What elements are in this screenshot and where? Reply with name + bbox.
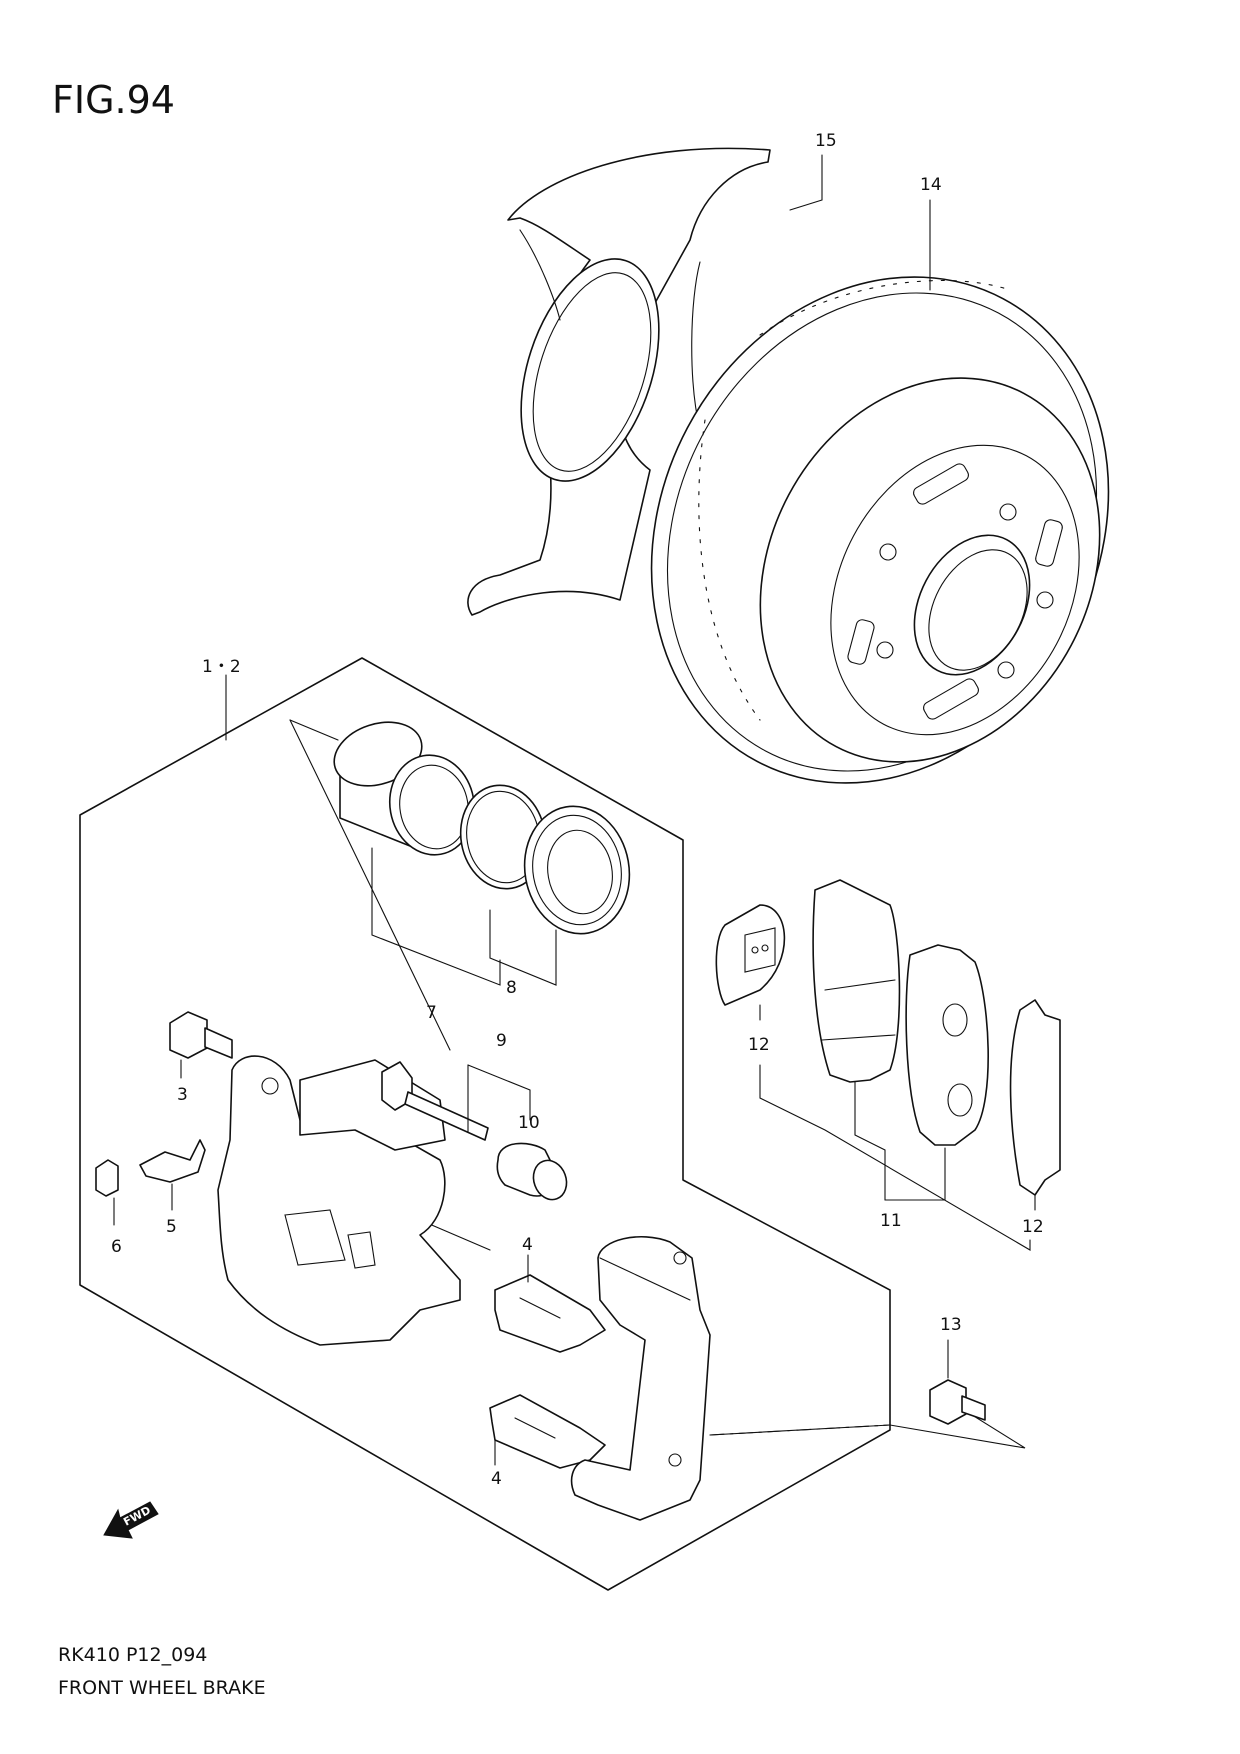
dust-cover-part[interactable] (467, 147, 771, 616)
callout-13: 13 (940, 1315, 962, 1335)
callout-9: 9 (496, 1031, 507, 1051)
pad-clip-upper-part[interactable] (494, 1274, 606, 1353)
bracket-bolt-part[interactable] (929, 1339, 986, 1425)
caliper-body-part[interactable] (217, 1055, 461, 1346)
piston-part[interactable] (326, 712, 482, 862)
callout-3: 3 (177, 1085, 188, 1105)
pin-boot-part[interactable] (496, 1142, 572, 1204)
caliper-assembly-outline (79, 657, 891, 1591)
bleeder-plug-part[interactable] (139, 1139, 206, 1211)
callout-10: 10 (518, 1113, 540, 1133)
dust-boot-part[interactable] (515, 798, 640, 942)
pad-clip-lower-part[interactable] (489, 1394, 606, 1469)
fwd-arrow-icon: FWD (103, 1501, 159, 1539)
callout-14: 14 (920, 175, 942, 195)
caliper-bracket-part[interactable] (570, 1235, 711, 1521)
callout-6: 6 (111, 1237, 122, 1257)
callout-5: 5 (166, 1217, 177, 1237)
callout-15: 15 (815, 131, 837, 151)
section-name: FRONT WHEEL BRAKE (58, 1677, 266, 1699)
guide-pin-part[interactable] (381, 1061, 489, 1141)
bleeder-cap-part[interactable] (95, 1159, 119, 1226)
callout-7: 7 (426, 1003, 437, 1023)
outer-pad-part[interactable] (905, 944, 989, 1201)
shim-left-part[interactable] (715, 904, 786, 1021)
callout-12-right: 12 (1022, 1217, 1044, 1237)
callout-1-2: 1・2 (202, 657, 241, 677)
callout-11: 11 (880, 1211, 902, 1231)
caliper-bolt-part[interactable] (169, 1011, 233, 1079)
inner-pad-part[interactable] (812, 879, 901, 1136)
brake-disc-part[interactable] (565, 196, 1196, 863)
model-code: RK410 P12_094 (58, 1644, 208, 1666)
callout-4-upper: 4 (522, 1235, 533, 1255)
figure-title: FIG.94 (52, 78, 175, 122)
callout-12-left: 12 (748, 1035, 770, 1055)
callout-4-lower: 4 (491, 1469, 502, 1489)
callout-8: 8 (506, 978, 517, 998)
shim-right-part[interactable] (1009, 999, 1061, 1211)
